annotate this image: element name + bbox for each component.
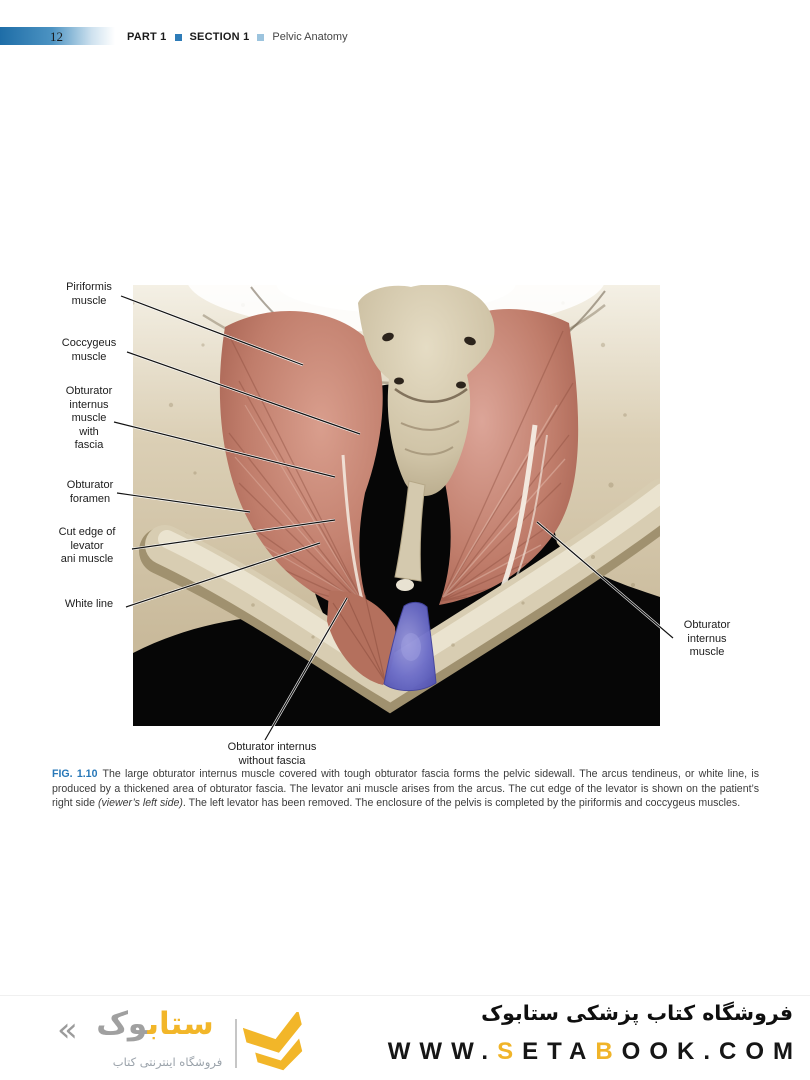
square-bullet-light-icon xyxy=(257,33,265,41)
figure-label-obturator-internus-fascia: Obturator internus muscle with fascia xyxy=(65,385,113,452)
figure-label-cut-edge-levator: Cut edge of levator ani muscle xyxy=(58,526,116,566)
part-label: PART 1 xyxy=(127,31,167,43)
footer-divider xyxy=(0,995,810,996)
caption-italic: (viewer’s left side) xyxy=(97,797,183,810)
square-bullet-dark-icon xyxy=(174,33,182,41)
logo-tagline: فروشگاه اینترنتی کتاب xyxy=(112,1055,223,1069)
running-head: PART 1 SECTION 1 Pelvic Anatomy xyxy=(127,30,348,44)
setabook-wordmark: ستابوک xyxy=(80,1006,230,1042)
wordmark-gray-part: وک xyxy=(96,1006,148,1042)
url-part: WWW. xyxy=(387,1038,498,1065)
caption-text-1: The large obturator internus muscle cove… xyxy=(52,768,759,810)
chapter-title: Pelvic Anatomy xyxy=(272,31,348,43)
section-label: SECTION 1 xyxy=(189,31,250,43)
caption-text-2: . The left levator has been removed. The… xyxy=(182,797,741,810)
website-url: WWW.SETABOOK.COM xyxy=(388,1038,802,1066)
figure-label-white-line: White line xyxy=(64,598,114,610)
page-number: 12 xyxy=(50,29,63,44)
blue-highlight-structure xyxy=(383,601,437,692)
arcus-tendineus-white-line xyxy=(500,424,538,588)
figure-label-obturator-no-fascia: Obturator internus without fascia xyxy=(227,741,317,767)
setabook-emblem-icon xyxy=(243,1012,303,1071)
figure-label-piriformis-muscle: Piriformis muscle xyxy=(66,281,112,307)
url-part-yellow: B xyxy=(595,1038,622,1065)
coccyx xyxy=(394,480,426,582)
figure-label-coccygeus-muscle: Coccygeus muscle xyxy=(61,337,117,363)
store-name-farsi: فروشگاه کتاب پزشکی ستابوک xyxy=(481,1001,793,1025)
sacral-foramina xyxy=(382,332,476,389)
wordmark-yellow-part: ستاب xyxy=(147,1006,214,1042)
logo-chevrons-icon: « xyxy=(57,1010,78,1050)
pelvic-anatomy-illustration xyxy=(133,285,660,726)
figure-number: FIG. 1.10 xyxy=(52,768,98,780)
url-part-yellow: S xyxy=(497,1038,523,1065)
logo-divider-bar xyxy=(235,1019,237,1068)
url-part: OOK.COM xyxy=(621,1038,802,1065)
figure-label-obturator-internus-right: Obturator internus muscle xyxy=(683,619,731,659)
page-number-bar xyxy=(0,27,115,45)
figure-label-obturator-foramen: Obturator foramen xyxy=(66,479,114,505)
url-part: ETA xyxy=(522,1038,596,1065)
